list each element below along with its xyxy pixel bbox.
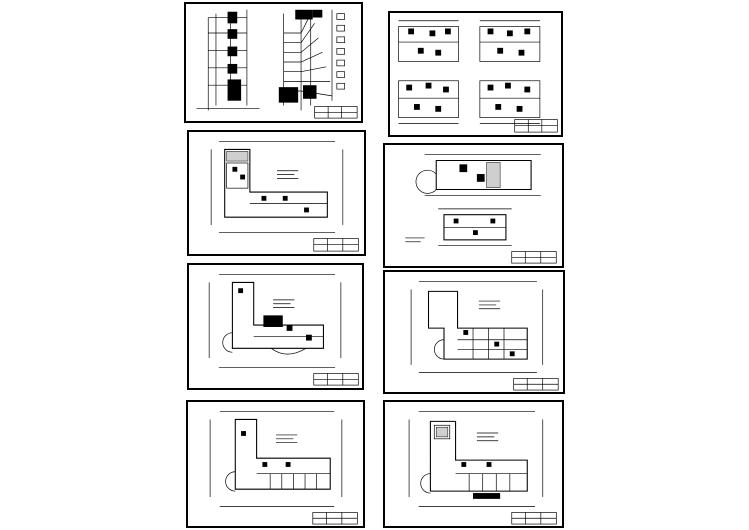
building-outline xyxy=(225,418,331,492)
typical-plans-drawing xyxy=(398,20,558,133)
partial-plans-drawing xyxy=(405,154,557,264)
sheet-floor-plan-3 xyxy=(383,270,565,394)
dimension-lines xyxy=(210,141,344,234)
upper-partial-plan xyxy=(415,154,541,196)
floor-plan-3-drawing xyxy=(410,281,559,391)
title-block xyxy=(511,251,557,264)
dimension-lines xyxy=(209,411,343,507)
dimension-lines xyxy=(408,411,544,507)
sheet-partial-plans xyxy=(383,143,564,268)
building-outline xyxy=(224,148,328,218)
sheet-typical-plans xyxy=(388,11,563,137)
floor-plan-5-drawing xyxy=(408,411,557,525)
notes xyxy=(478,300,501,310)
notes xyxy=(476,432,499,442)
cable-bundle xyxy=(278,9,333,103)
riser-diagram-drawing xyxy=(196,9,358,119)
building-outline xyxy=(427,290,528,360)
lower-partial-plan xyxy=(438,208,512,247)
sheet-floor-plan-5 xyxy=(383,400,564,528)
title-block xyxy=(314,106,358,119)
title-block xyxy=(514,119,558,133)
dimension-lines xyxy=(410,281,544,373)
notes xyxy=(275,434,298,444)
title-block xyxy=(313,238,359,252)
plan-bottom-left xyxy=(398,80,459,124)
title-block xyxy=(313,373,359,386)
floor-plan-2-drawing xyxy=(208,274,359,386)
device-column xyxy=(336,13,345,90)
sheet-floor-plan-4 xyxy=(186,400,365,528)
sheet-floor-plan-2 xyxy=(187,263,364,390)
notes xyxy=(405,237,425,243)
sheet-riser-diagram xyxy=(184,2,363,123)
title-block xyxy=(511,512,557,525)
plan-bottom-right xyxy=(479,80,541,124)
plan-top-right xyxy=(479,20,541,62)
building-outline xyxy=(420,420,528,499)
sheet-floor-plan-1 xyxy=(187,130,366,256)
floor-plan-1-drawing xyxy=(210,141,359,252)
notes xyxy=(276,170,299,179)
building-outline xyxy=(222,281,324,355)
notes xyxy=(273,299,295,308)
dimension-lines xyxy=(208,274,342,369)
plan-top-left xyxy=(398,20,459,62)
title-block xyxy=(312,512,358,525)
floor-plan-4-drawing xyxy=(209,411,358,525)
riser-boxes xyxy=(227,11,242,101)
title-block xyxy=(513,378,559,391)
